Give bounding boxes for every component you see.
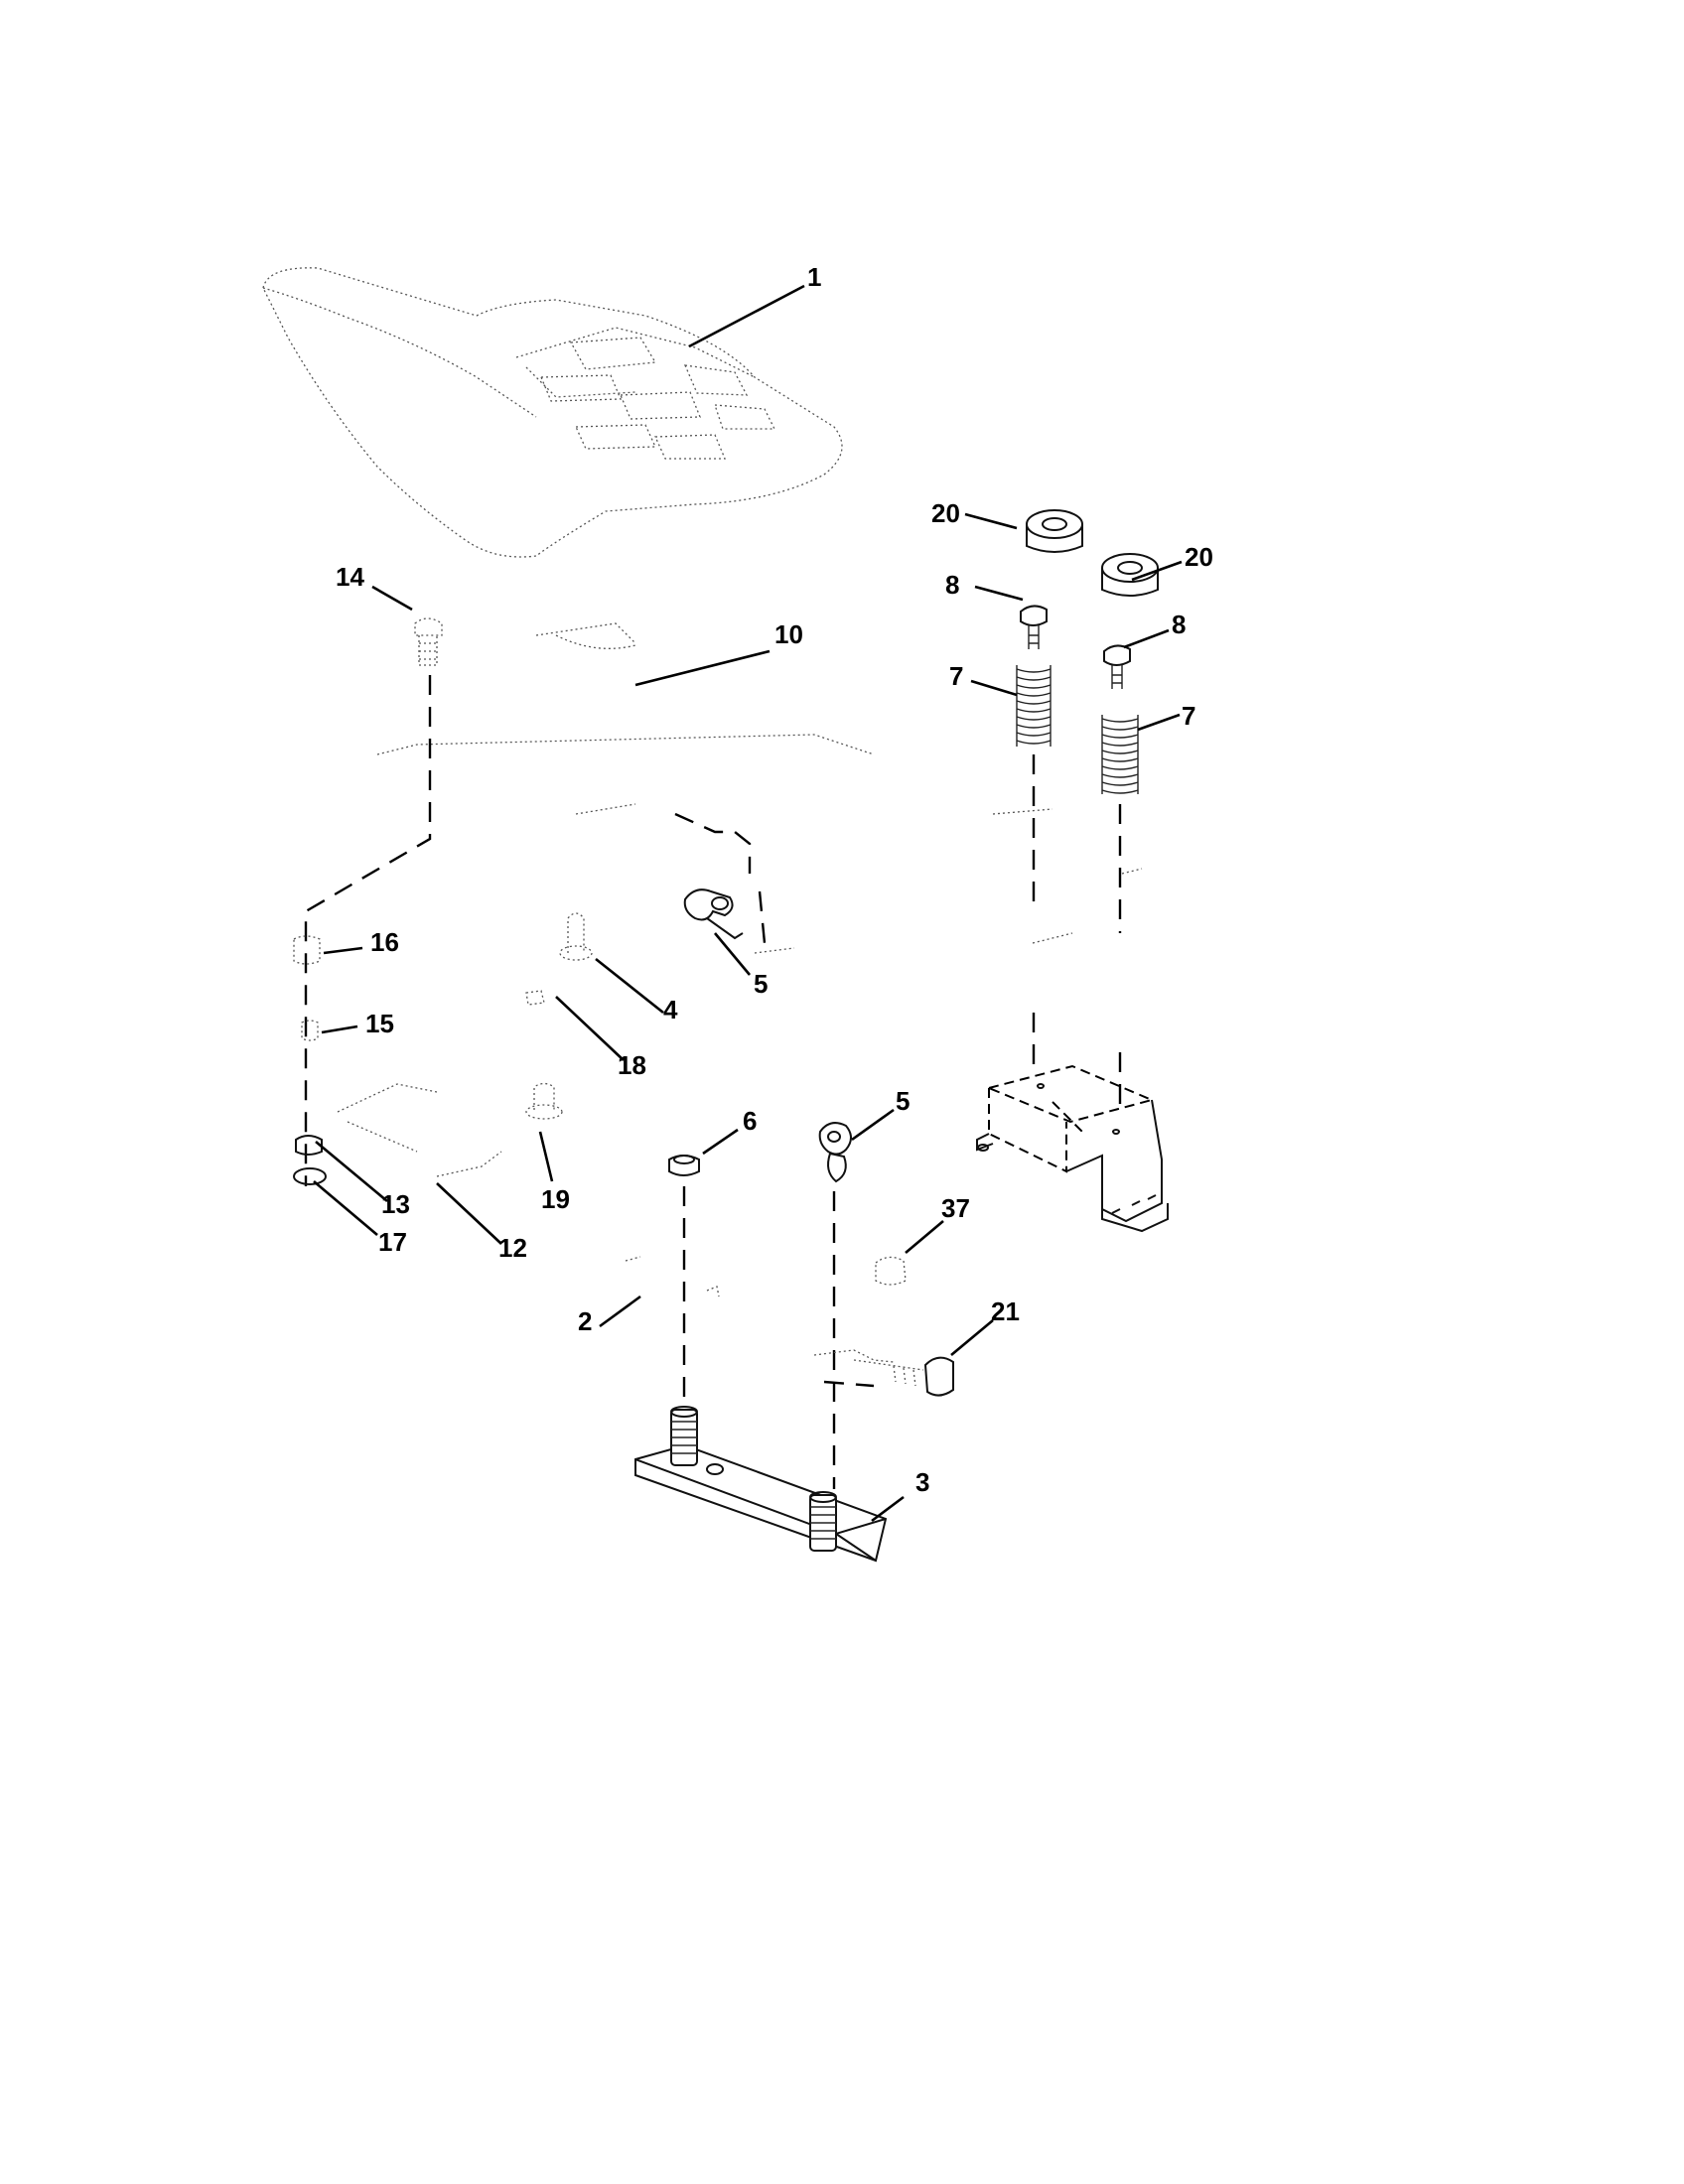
callout-15: 15 [365, 1009, 394, 1038]
bracket-part-12 [337, 1083, 502, 1177]
callout-3: 3 [915, 1467, 929, 1497]
callout-21: 21 [991, 1297, 1020, 1326]
callout-20b: 20 [1185, 542, 1213, 572]
bolt-part-21 [813, 1349, 954, 1397]
callout-2: 2 [578, 1306, 592, 1336]
spring-part-7-right [1101, 715, 1139, 794]
callout-4: 4 [663, 995, 678, 1024]
callout-1: 1 [807, 262, 821, 292]
callout-37: 37 [941, 1193, 970, 1223]
bolt-part-8-left [1020, 605, 1048, 649]
callout-17: 17 [378, 1227, 407, 1257]
part-2 [625, 1256, 720, 1297]
seat-part [262, 267, 843, 558]
callout-7b: 7 [1182, 701, 1195, 731]
washer-part-17 [293, 1167, 327, 1185]
bolt-part-14 [414, 617, 443, 666]
hardware-part-18 [525, 990, 545, 1006]
callout-10: 10 [774, 619, 803, 649]
left-centerline-dash [304, 675, 432, 1186]
spring-bracket-part [976, 1064, 1169, 1233]
bolt-part-8-right [1103, 644, 1131, 689]
callout-16: 16 [370, 927, 399, 957]
nut-part-6 [668, 1155, 700, 1176]
callout-12: 12 [498, 1233, 527, 1263]
leader-lines [313, 284, 1183, 1523]
callout-13: 13 [381, 1189, 410, 1219]
callout-labels: 1 10 14 20 20 8 8 7 7 16 15 4 5 18 19 6 … [336, 262, 1213, 1497]
callout-8a: 8 [945, 570, 959, 600]
seat-pan-part [376, 622, 1143, 954]
callout-5b: 5 [896, 1086, 910, 1116]
bolt-part-4 [559, 912, 593, 961]
washer-part-16 [293, 935, 321, 965]
callout-8b: 8 [1172, 610, 1186, 639]
callout-6: 6 [743, 1106, 757, 1136]
hardware-part-19 [525, 1082, 563, 1120]
washer-part-15 [301, 1020, 319, 1041]
callout-18: 18 [618, 1050, 646, 1080]
nut-part-37 [875, 1256, 907, 1286]
spring-part-7-left [1016, 665, 1052, 747]
callout-5a: 5 [754, 969, 768, 999]
clip-part-lower [818, 1122, 852, 1183]
clip-part-upper [674, 812, 767, 944]
callout-7a: 7 [949, 661, 963, 691]
spacer-part-20-left [1026, 509, 1083, 553]
callout-20a: 20 [931, 498, 960, 528]
callout-14: 14 [336, 562, 364, 592]
plate-part-3 [634, 1406, 888, 1563]
nut-part-13 [295, 1135, 323, 1156]
callout-19: 19 [541, 1184, 570, 1214]
